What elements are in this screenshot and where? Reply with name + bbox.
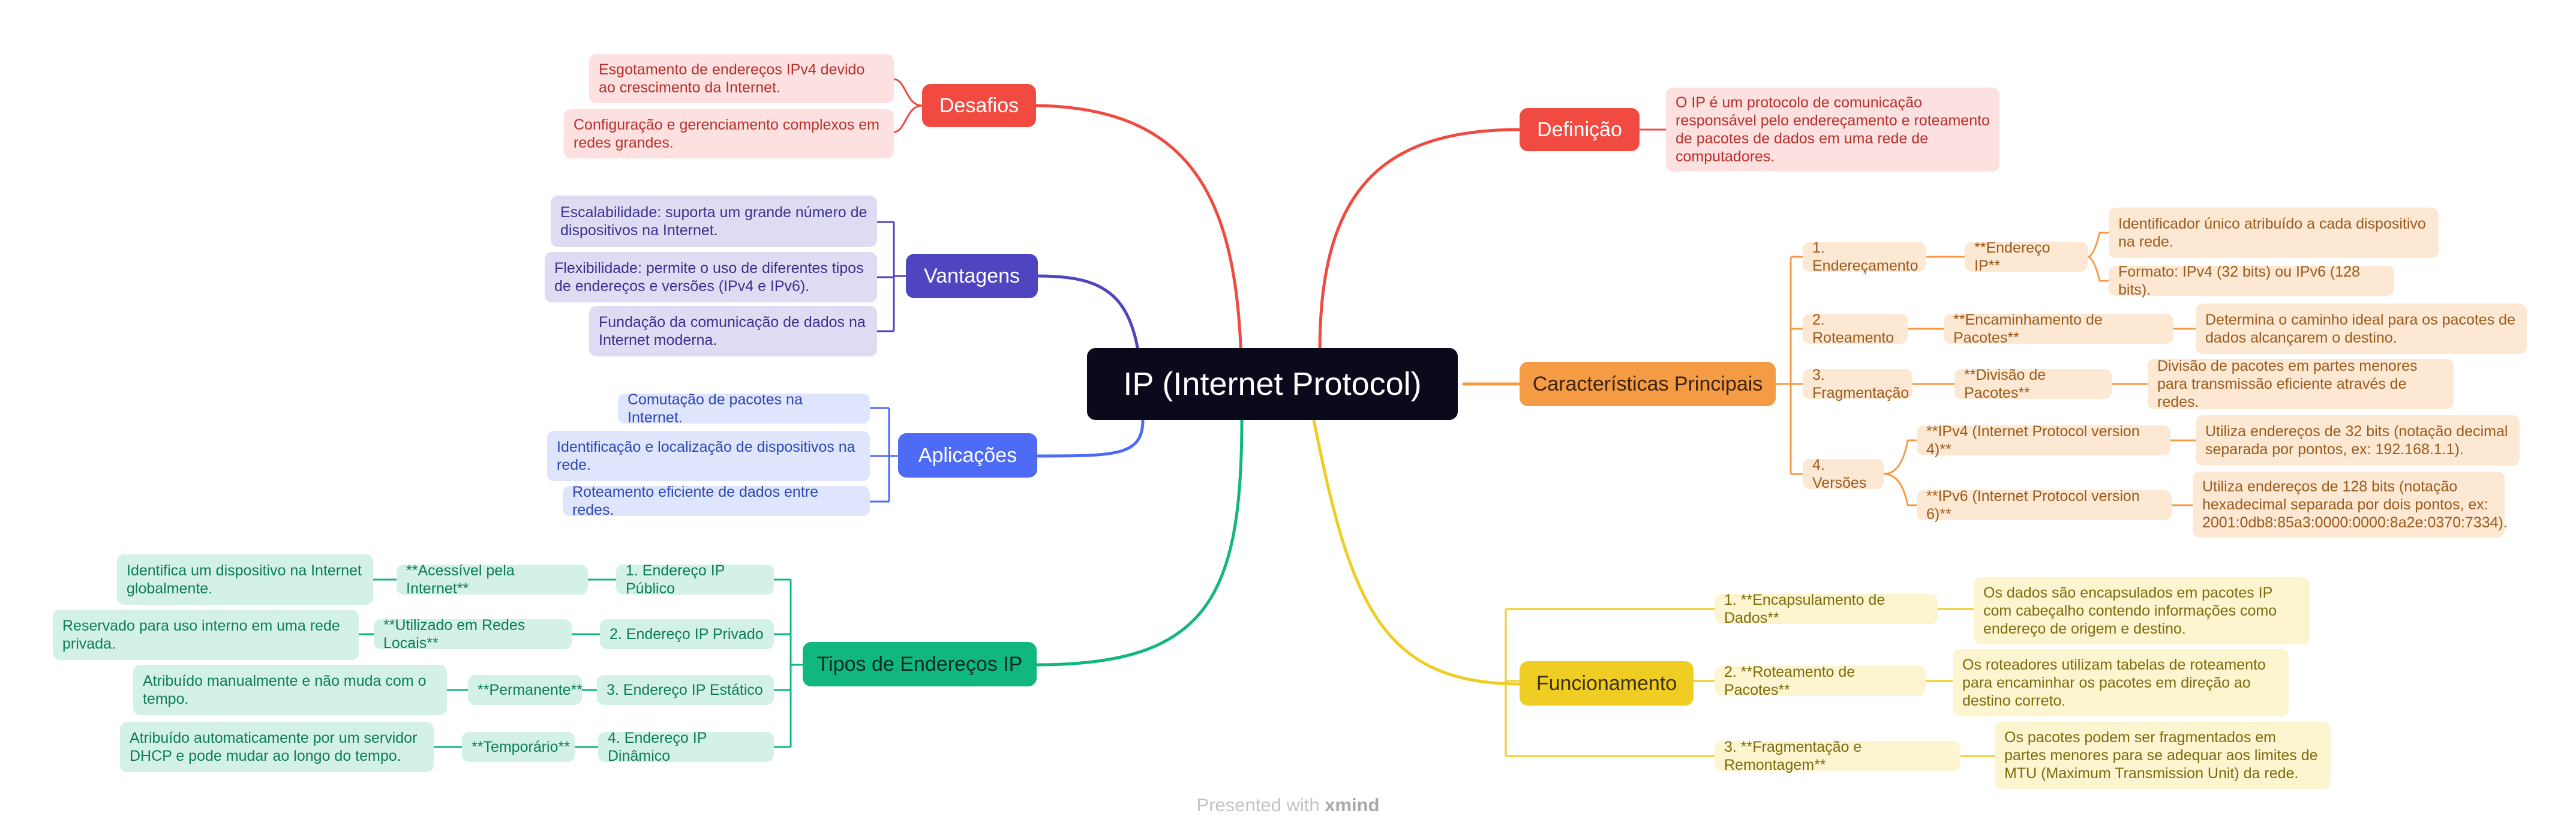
tipo-label[interactable]: 2. Endereço IP Privado bbox=[600, 619, 774, 649]
aplicacoes-item[interactable]: Identificação e localização de dispositi… bbox=[547, 431, 870, 481]
presented-with-footer: Presented with xmind bbox=[0, 794, 2576, 816]
funcionamento-label[interactable]: 2. **Roteamento de Pacotes** bbox=[1715, 664, 1926, 698]
tipo-desc[interactable]: Reservado para uso interno em uma rede p… bbox=[53, 610, 359, 660]
root-topic[interactable]: IP (Internet Protocol) bbox=[1087, 348, 1458, 420]
xmind-logo: xmind bbox=[1325, 794, 1380, 815]
vantagens-item[interactable]: Flexibilidade: permite o uso de diferent… bbox=[545, 252, 877, 302]
caracteristica-sub[interactable]: **Endereço IP** bbox=[1965, 239, 2088, 274]
caracteristica-label[interactable]: 1. Endereçamento bbox=[1803, 239, 1926, 274]
tipo-sub[interactable]: **Utilizado em Redes Locais** bbox=[374, 617, 572, 652]
caracteristica-label[interactable]: 4. Versões bbox=[1803, 457, 1884, 491]
tipo-desc[interactable]: Atribuído automaticamente por um servido… bbox=[120, 722, 434, 772]
definicao-text[interactable]: O IP é um protocolo de comunicação respo… bbox=[1666, 88, 1999, 172]
tipo-sub[interactable]: **Temporário** bbox=[462, 732, 575, 762]
topic-funcionamento[interactable]: Funcionamento bbox=[1520, 661, 1694, 706]
funcionamento-label[interactable]: 1. **Encapsulamento de Dados** bbox=[1715, 592, 1938, 626]
aplicacoes-item[interactable]: Comutação de pacotes na Internet. bbox=[618, 391, 870, 426]
tipo-sub[interactable]: **Permanente** bbox=[468, 675, 583, 705]
aplicacoes-item[interactable]: Roteamento eficiente de dados entre rede… bbox=[563, 484, 870, 518]
caracteristica-sub[interactable]: **Encaminhamento de Pacotes** bbox=[1944, 311, 2173, 346]
caracteristica-desc[interactable]: Formato: IPv4 (32 bits) ou IPv6 (128 bit… bbox=[2109, 263, 2394, 298]
caracteristica-sub[interactable]: **Divisão de Pacotes** bbox=[1954, 367, 2112, 401]
caracteristica-desc[interactable]: Divisão de pacotes em partes menores par… bbox=[2148, 358, 2454, 410]
tipo-sub[interactable]: **Acessível pela Internet** bbox=[397, 562, 588, 597]
caracteristica-desc[interactable]: Utiliza endereços de 128 bits (notação h… bbox=[2193, 472, 2508, 538]
footer-prefix: Presented with bbox=[1196, 794, 1325, 815]
topic-definicao[interactable]: Definição bbox=[1520, 108, 1640, 151]
topic-aplicacoes[interactable]: Aplicações bbox=[898, 433, 1037, 478]
funcionamento-desc[interactable]: Os roteadores utilizam tabelas de roteam… bbox=[1953, 649, 2289, 716]
caracteristica-label[interactable]: 3. Fragmentação bbox=[1803, 367, 1913, 401]
desafios-item[interactable]: Esgotamento de endereços IPv4 devido ao … bbox=[589, 54, 894, 103]
caracteristica-sub[interactable]: **IPv6 (Internet Protocol version 6)** bbox=[1917, 488, 2172, 523]
vantagens-item[interactable]: Escalabilidade: suporta um grande número… bbox=[551, 196, 877, 247]
caracteristica-label[interactable]: 2. Roteamento bbox=[1803, 311, 1908, 346]
caracteristica-sub[interactable]: **IPv4 (Internet Protocol version 4)** bbox=[1917, 423, 2170, 458]
tipo-desc[interactable]: Atribuído manualmente e não muda com o t… bbox=[133, 665, 447, 715]
topic-vantagens[interactable]: Vantagens bbox=[906, 254, 1038, 298]
tipo-desc[interactable]: Identifica um dispositivo na Internet gl… bbox=[117, 554, 373, 605]
tipo-label[interactable]: 4. Endereço IP Dinâmico bbox=[598, 730, 774, 764]
tipo-label[interactable]: 1. Endereço IP Público bbox=[616, 562, 774, 597]
caracteristica-desc[interactable]: Utiliza endereços de 32 bits (notação de… bbox=[2196, 415, 2520, 466]
desafios-item[interactable]: Configuração e gerenciamento complexos e… bbox=[564, 109, 894, 158]
funcionamento-label[interactable]: 3. **Fragmentação e Remontagem** bbox=[1715, 739, 1960, 773]
caracteristica-desc[interactable]: Identificador único atribuído a cada dis… bbox=[2109, 208, 2439, 258]
topic-caracteristicas-principais[interactable]: Características Principais bbox=[1520, 362, 1776, 406]
vantagens-item[interactable]: Fundação da comunicação de dados na Inte… bbox=[589, 306, 877, 356]
funcionamento-desc[interactable]: Os dados são encapsulados em pacotes IP … bbox=[1974, 577, 2310, 644]
caracteristica-desc[interactable]: Determina o caminho ideal para os pacote… bbox=[2196, 304, 2527, 354]
tipo-label[interactable]: 3. Endereço IP Estático bbox=[597, 675, 774, 705]
topic-desafios[interactable]: Desafios bbox=[922, 84, 1036, 127]
topic-tipos-de-enderecos[interactable]: Tipos de Endereços IP bbox=[803, 642, 1037, 686]
funcionamento-desc[interactable]: Os pacotes podem ser fragmentados em par… bbox=[1995, 722, 2331, 789]
